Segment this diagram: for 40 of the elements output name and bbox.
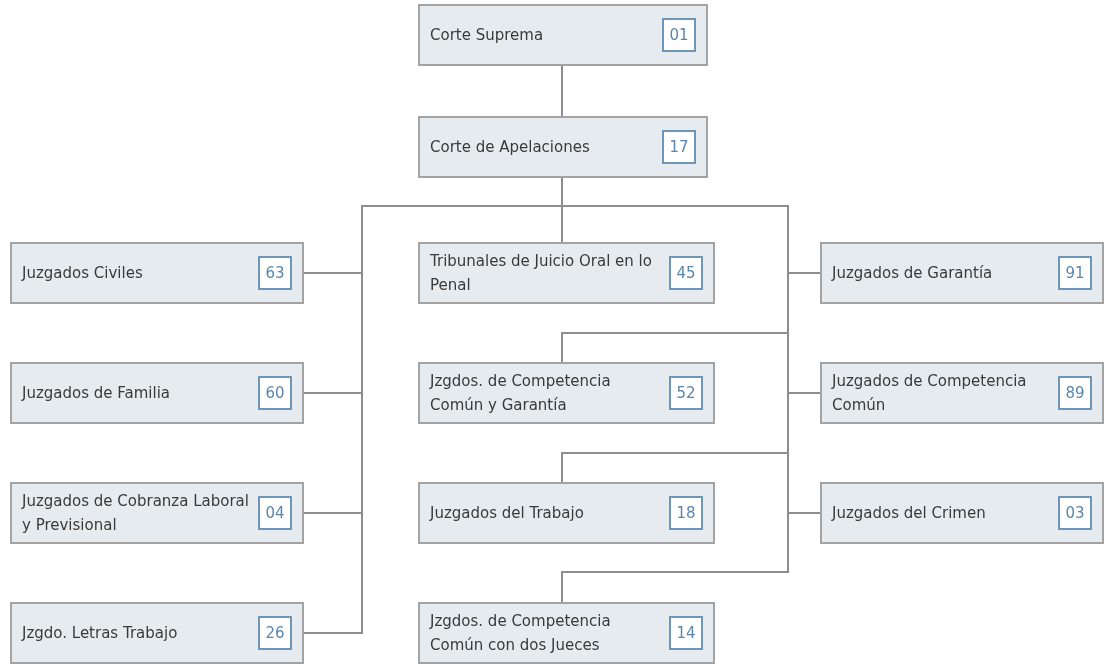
- court-count: 18: [669, 496, 703, 530]
- court-count: 01: [662, 18, 696, 52]
- court-name: Corte Suprema: [430, 25, 544, 46]
- court-box: [418, 242, 715, 304]
- court-box: [820, 242, 1104, 304]
- court-name: Juzgados del Crimen: [832, 503, 986, 524]
- court-name: Jzgdos. de Competencia Común con dos Jueces: [430, 611, 612, 656]
- court-count: 63: [258, 256, 292, 290]
- court-box: [418, 362, 715, 424]
- court-box: [820, 362, 1104, 424]
- court-name: Juzgados del Trabajo: [430, 503, 584, 524]
- court-count: 14: [669, 616, 703, 650]
- court-count: 52: [669, 376, 703, 410]
- court-box: [10, 242, 304, 304]
- court-name: Juzgados de Competencia Común: [832, 371, 1028, 416]
- court-count: 03: [1058, 496, 1092, 530]
- court-count: 04: [258, 496, 292, 530]
- connector-line: [561, 65, 563, 117]
- court-box: [10, 362, 304, 424]
- court-count: 60: [258, 376, 292, 410]
- court-box: [10, 602, 304, 664]
- court-box: [418, 482, 715, 544]
- court-name: Corte de Apelaciones: [430, 137, 590, 158]
- court-count: 17: [662, 130, 696, 164]
- court-name: Juzgados de Familia: [22, 383, 171, 404]
- court-name: Juzgados de Cobranza Laboral y Previsional: [22, 491, 250, 536]
- court-name: Jzgdo. Letras Trabajo: [22, 623, 178, 644]
- court-count: 45: [669, 256, 703, 290]
- court-name: Juzgados Civiles: [22, 263, 143, 284]
- court-box: [820, 482, 1104, 544]
- court-name: Juzgados de Garantía: [832, 263, 993, 284]
- court-count: 26: [258, 616, 292, 650]
- court-name: Tribunales de Juicio Oral en lo Penal: [430, 251, 653, 296]
- court-count: 91: [1058, 256, 1092, 290]
- court-box: [418, 4, 708, 66]
- court-box: [418, 602, 715, 664]
- court-box: [10, 482, 304, 544]
- court-name: Jzgdos. de Competencia Común y Garantía: [430, 371, 612, 416]
- court-count: 89: [1058, 376, 1092, 410]
- court-box: [418, 116, 708, 178]
